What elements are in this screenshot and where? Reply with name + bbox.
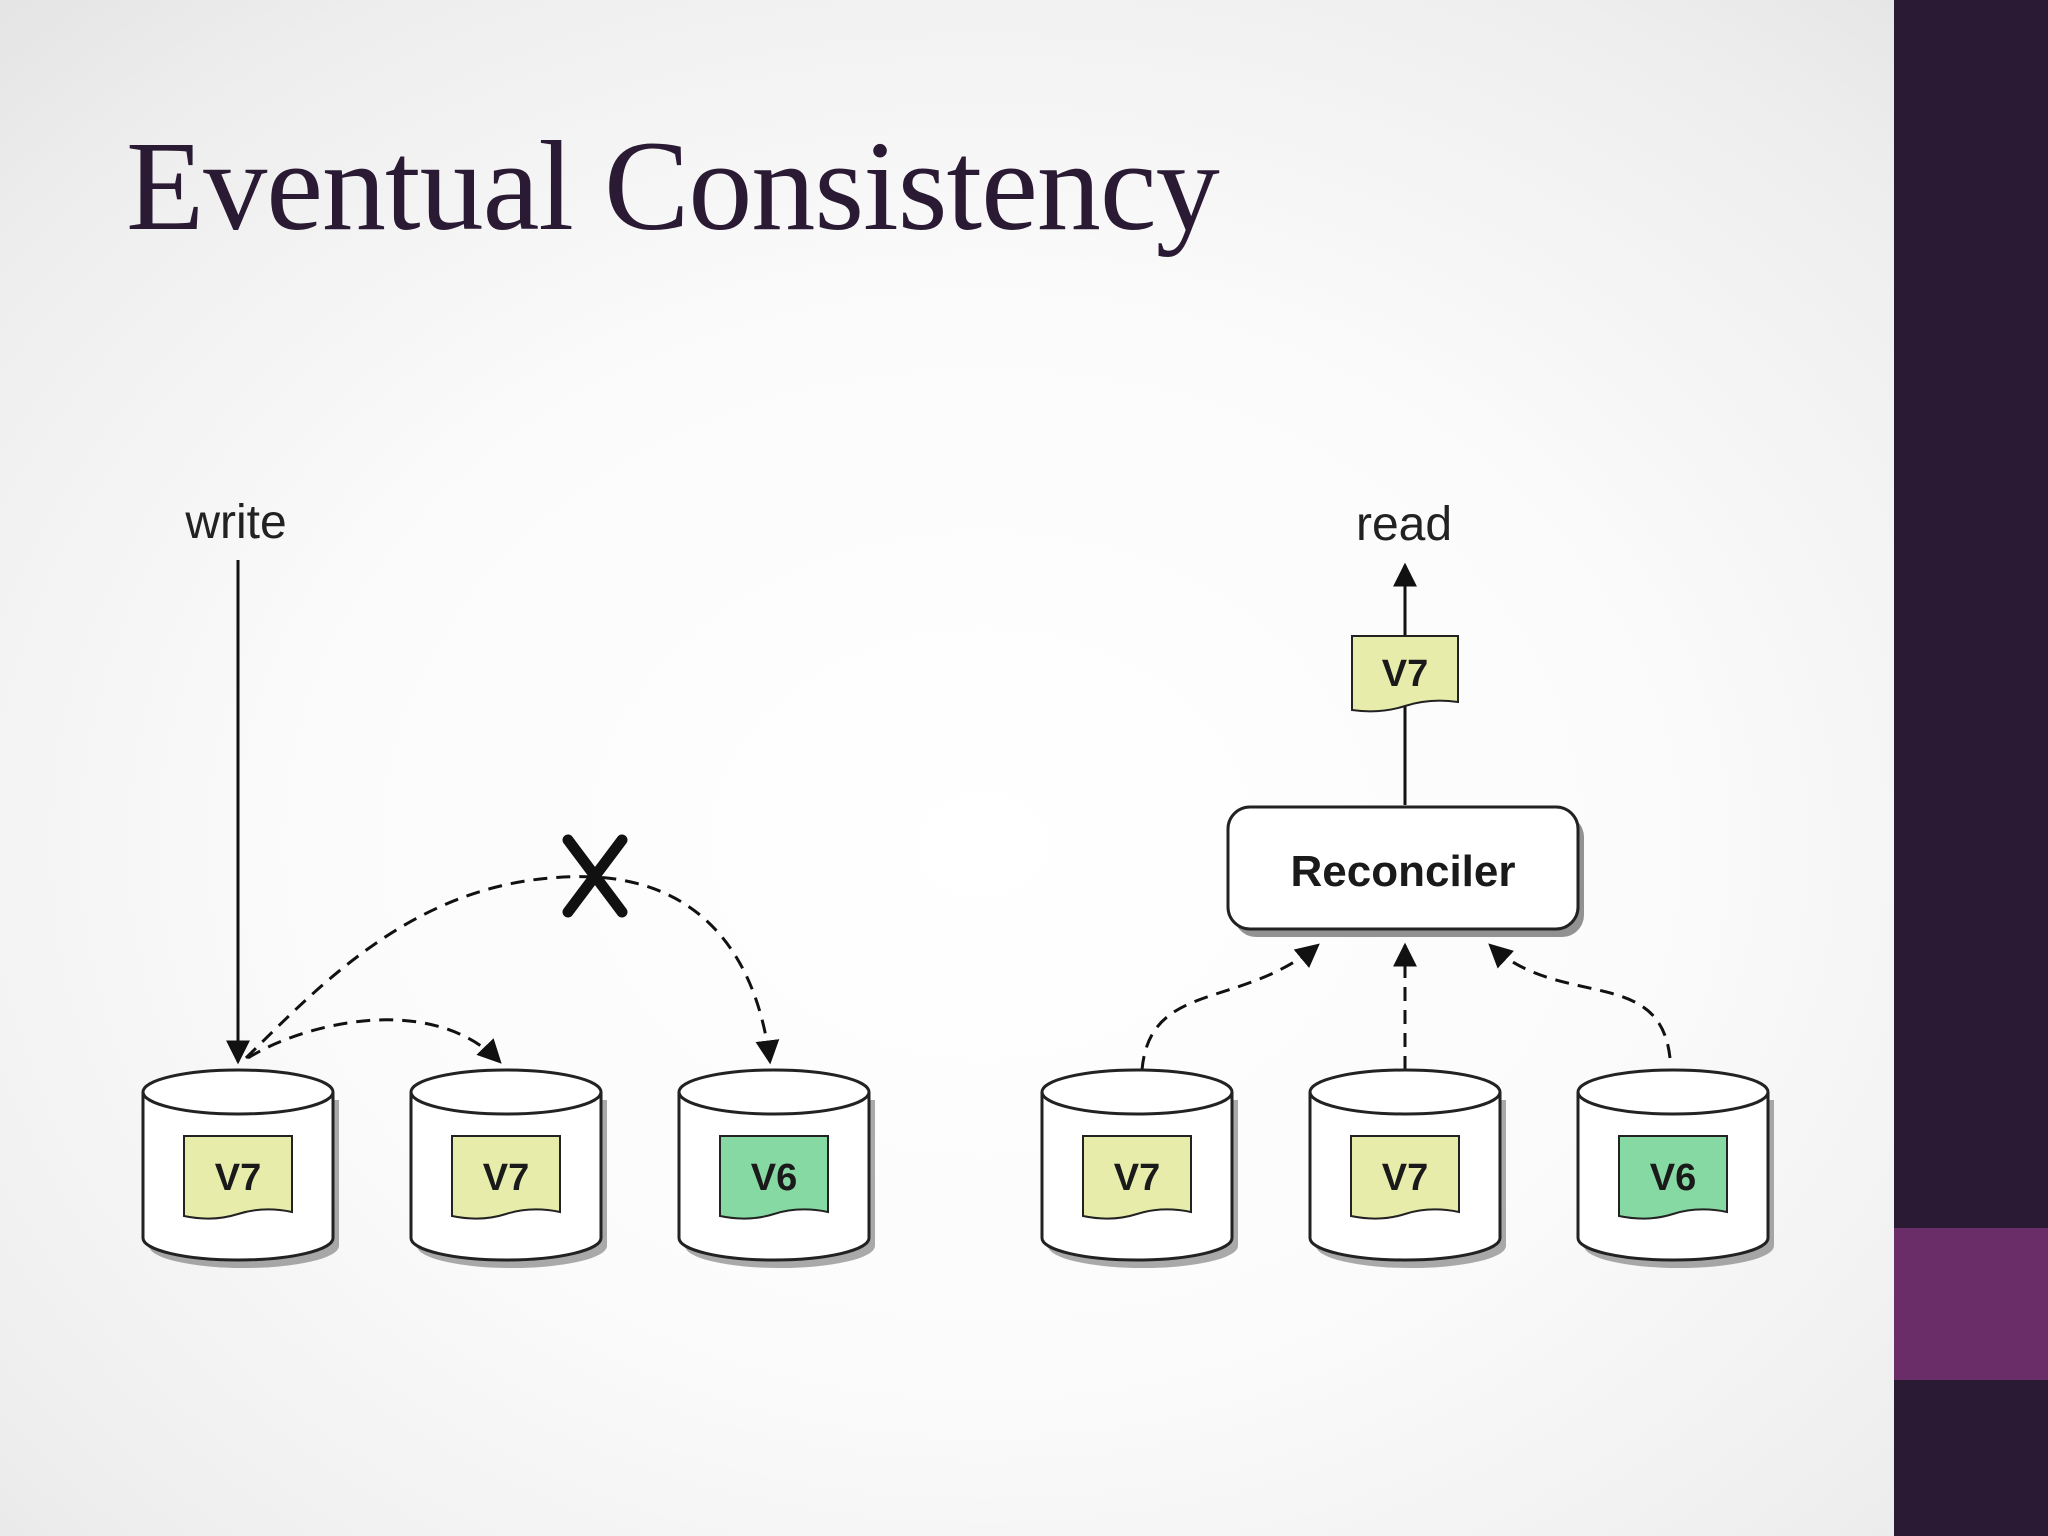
- reconcile-arrow-1: [1140, 943, 1320, 1071]
- replica-database: V7: [1040, 1068, 1238, 1268]
- reconcile-arrow-3: [1488, 943, 1672, 1059]
- replica-database: V7: [409, 1068, 607, 1268]
- replica-database: V6: [677, 1068, 875, 1268]
- left-replica-group: V7 V7 V6: [141, 1068, 875, 1268]
- reconciler-label: Reconciler: [1291, 847, 1516, 896]
- version-document: V6: [1618, 1135, 1728, 1220]
- slide-title: Eventual Consistency: [126, 115, 1220, 257]
- read-result-document: V7: [1351, 635, 1459, 713]
- failure-x-icon: [562, 834, 628, 918]
- version-label: V6: [751, 1157, 797, 1199]
- read-result-version: V7: [1382, 653, 1428, 695]
- version-label: V7: [215, 1157, 261, 1199]
- version-label: V7: [1114, 1157, 1160, 1199]
- right-replica-group: V7 V7 V6: [1040, 1068, 1774, 1268]
- reconciler-box: Reconciler: [1226, 805, 1584, 937]
- replication-arrow-failed: [244, 875, 780, 1065]
- version-label: V6: [1650, 1157, 1696, 1199]
- replica-database: V7: [141, 1068, 339, 1268]
- side-bar-accent: [1894, 1228, 2048, 1380]
- version-document: V7: [451, 1135, 561, 1220]
- replication-arrow-success: [247, 1018, 502, 1064]
- write-label: write: [184, 496, 286, 549]
- version-document: V7: [183, 1135, 293, 1220]
- version-label: V7: [483, 1157, 529, 1199]
- replica-database: V6: [1576, 1068, 1774, 1268]
- version-label: V7: [1382, 1157, 1428, 1199]
- version-document: V7: [1350, 1135, 1460, 1220]
- replica-database: V7: [1308, 1068, 1506, 1268]
- version-document: V6: [719, 1135, 829, 1220]
- read-label: read: [1356, 498, 1452, 551]
- version-document: V7: [1082, 1135, 1192, 1220]
